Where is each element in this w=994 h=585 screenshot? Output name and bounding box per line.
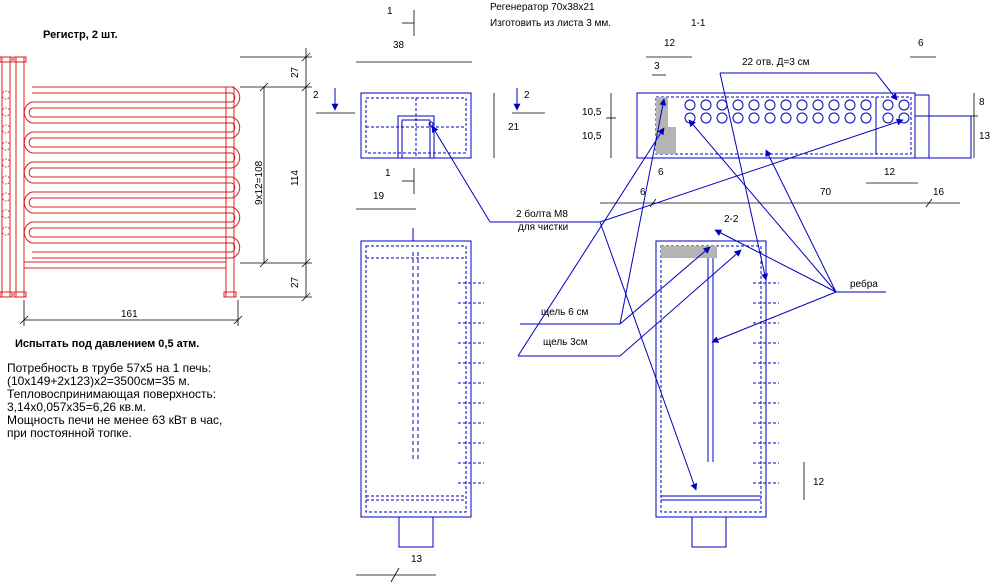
- dim-10-5-a: 10,5: [582, 107, 602, 118]
- dim-13-bottom: 13: [411, 554, 423, 565]
- dim-10-5-b: 10,5: [582, 131, 602, 142]
- register-drawing: [0, 56, 241, 298]
- dim-13-right: 13: [979, 131, 991, 142]
- slot-3-label: щель 3см: [543, 337, 588, 348]
- holes-row-top: [684, 99, 910, 111]
- dim-27-bottom: 27: [290, 276, 301, 288]
- regenerator-title: Регенератор 70x38x21: [490, 2, 595, 13]
- bolts-label-1: 2 болта М8: [516, 208, 568, 220]
- section-1-1-labels: 12 3 22 отв. Д=3 см 6 10,5 10,5 8 13 6 1…: [582, 38, 991, 198]
- callout-leaders: [431, 72, 904, 491]
- dim-1-top: 1: [387, 6, 393, 17]
- note-line-3: Тепловоспринимающая поверхность:: [7, 387, 217, 401]
- middle-top-view: [316, 10, 545, 210]
- dim-8: 8: [979, 97, 985, 108]
- note-line-4: 3,14x0,057x35=6,26 кв.м.: [7, 400, 146, 414]
- dim-3: 3: [654, 61, 660, 72]
- pressure-test-label: Испытать под давлением 0,5 атм.: [15, 338, 199, 350]
- dim-1-bottom: 1: [385, 168, 391, 179]
- dim-6-top: 6: [918, 38, 924, 49]
- ribs-label: ребра: [850, 278, 878, 290]
- register-header-left-inner: [15, 56, 25, 298]
- middle-top-labels: 1 38 2 2 21 1 19: [313, 6, 530, 202]
- dim-12-lower: 12: [813, 477, 825, 488]
- dim-6-bottom: 6: [640, 187, 646, 198]
- dim-12-top: 12: [664, 38, 676, 49]
- dim-114: 114: [290, 170, 301, 186]
- dim-161: 161: [121, 309, 138, 320]
- dim-70: 70: [820, 187, 832, 198]
- dim-16: 16: [933, 187, 945, 198]
- dim-27-top: 27: [290, 66, 301, 78]
- dim-9x12: 9x12=108: [254, 160, 265, 205]
- note-line-2: (10x149+2x123)x2=3500см=35 м.: [7, 374, 190, 388]
- dim-6-inner: 6: [658, 167, 664, 178]
- dim-19: 19: [373, 191, 385, 202]
- note-line-1: Потребность в трубе 57x5 на 1 печь:: [7, 361, 212, 375]
- section-1-1: 1-1: [691, 18, 706, 29]
- dim-21: 21: [508, 122, 520, 133]
- register-tubes: [23, 86, 241, 269]
- section-1-1-view: [600, 56, 978, 208]
- dim-2-right: 2: [524, 90, 530, 101]
- note-line-5: Мощность печи не менее 63 кВт в час,: [7, 413, 223, 427]
- section-2-2: 2-2: [724, 214, 739, 225]
- section-2-2-view: [655, 240, 805, 548]
- middle-front-view: [356, 228, 484, 583]
- dim-12-inner: 12: [884, 167, 896, 178]
- register-title: Регистр, 2 шт.: [43, 29, 118, 41]
- bolts-label-2: для чистки: [518, 222, 568, 233]
- callout-labels: 2 болта М8 для чистки щель 6 см щель 3см…: [516, 208, 878, 348]
- holes-label: 22 отв. Д=3 см: [742, 57, 810, 68]
- holes-row-bottom: [684, 112, 910, 124]
- header-labels: Регенератор 70x38x21 Изготовить из листа…: [490, 2, 739, 225]
- register-labels: Регистр, 2 шт. 161 27 114 9x12=108 27 Ис…: [15, 29, 301, 350]
- calculation-notes: Потребность в трубе 57x5 на 1 печь: (10x…: [7, 362, 267, 440]
- register-dimensions: [19, 48, 312, 326]
- material-note: Изготовить из листа 3 мм.: [490, 18, 611, 29]
- slot-6-label: щель 6 см: [541, 307, 589, 318]
- dim-2-left: 2: [313, 90, 319, 101]
- dim-38: 38: [393, 40, 405, 51]
- note-line-6: при постоянной топке.: [7, 426, 132, 440]
